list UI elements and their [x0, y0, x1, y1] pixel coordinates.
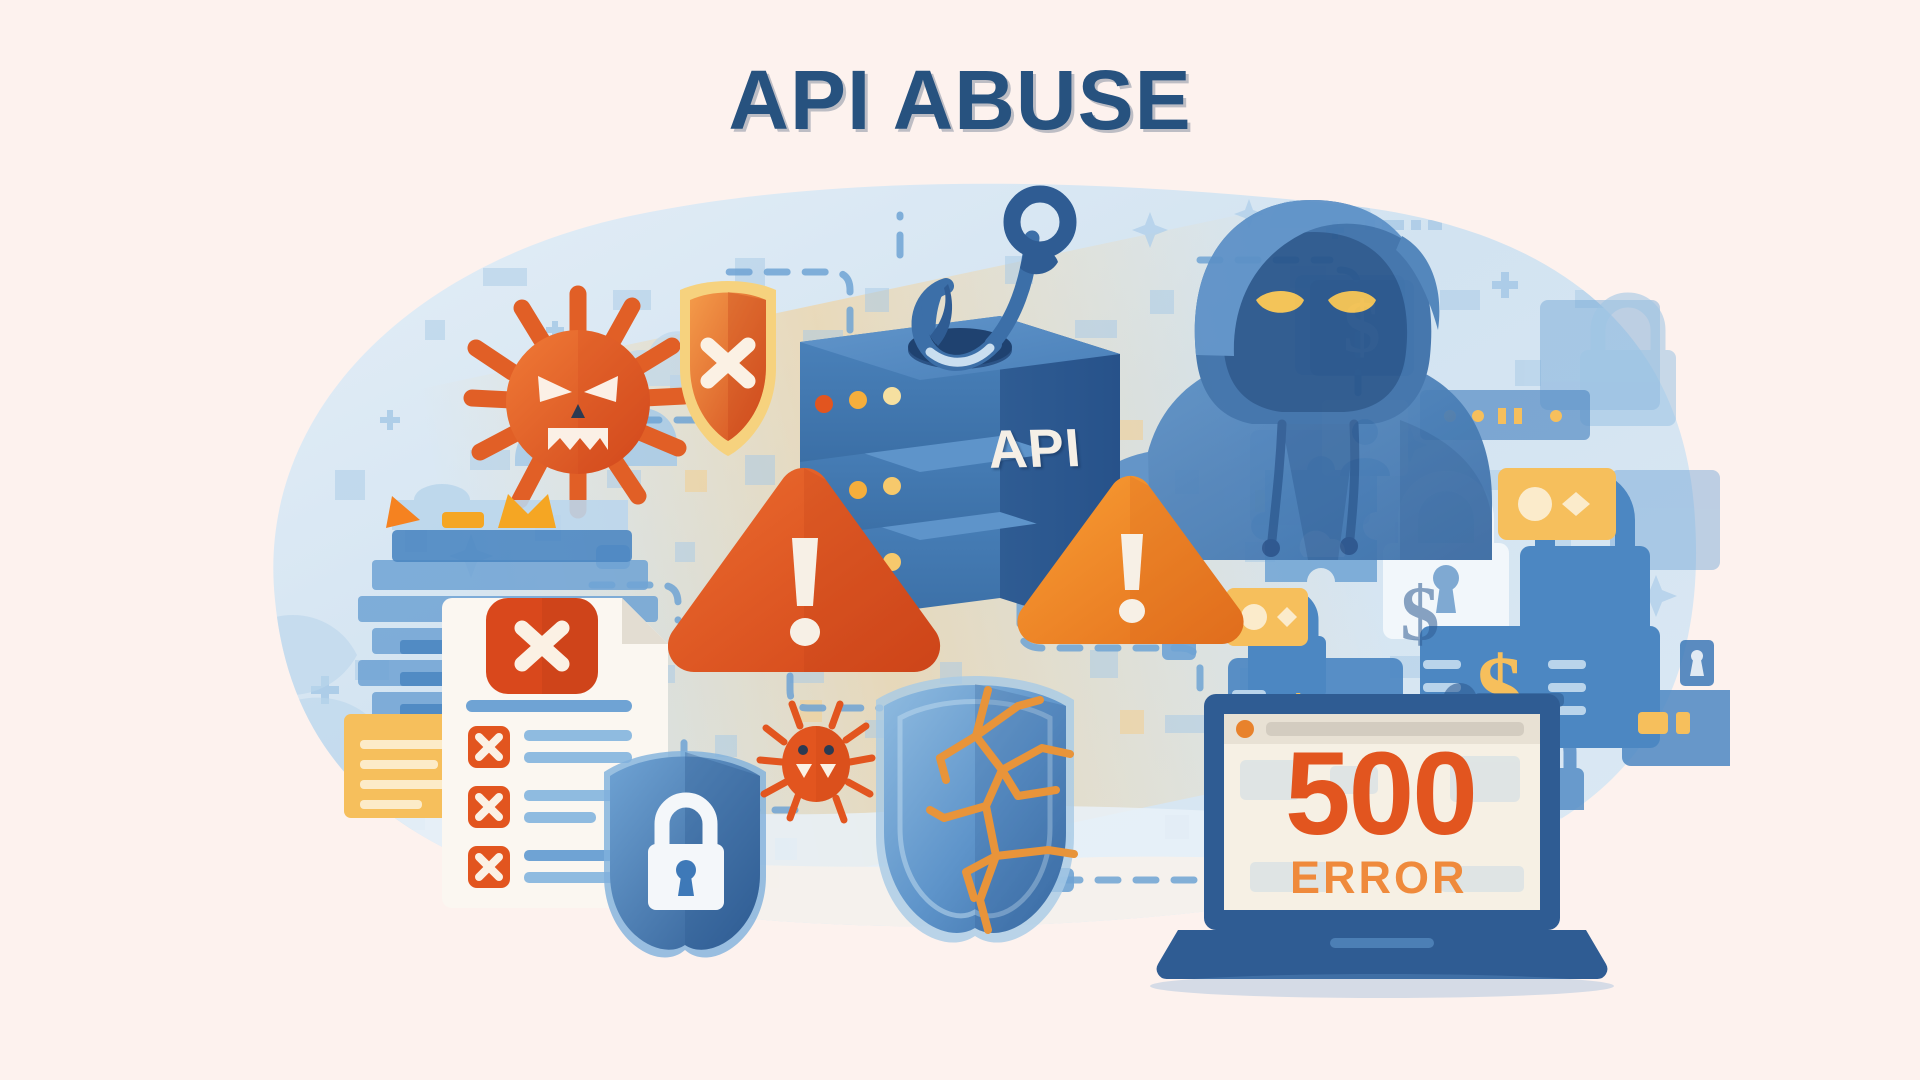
error-word-text: ERROR: [1290, 852, 1468, 903]
error-code-text: 500: [1285, 728, 1478, 860]
svg-text:$: $: [1401, 570, 1440, 657]
page-title: API ABUSE: [728, 53, 1192, 147]
